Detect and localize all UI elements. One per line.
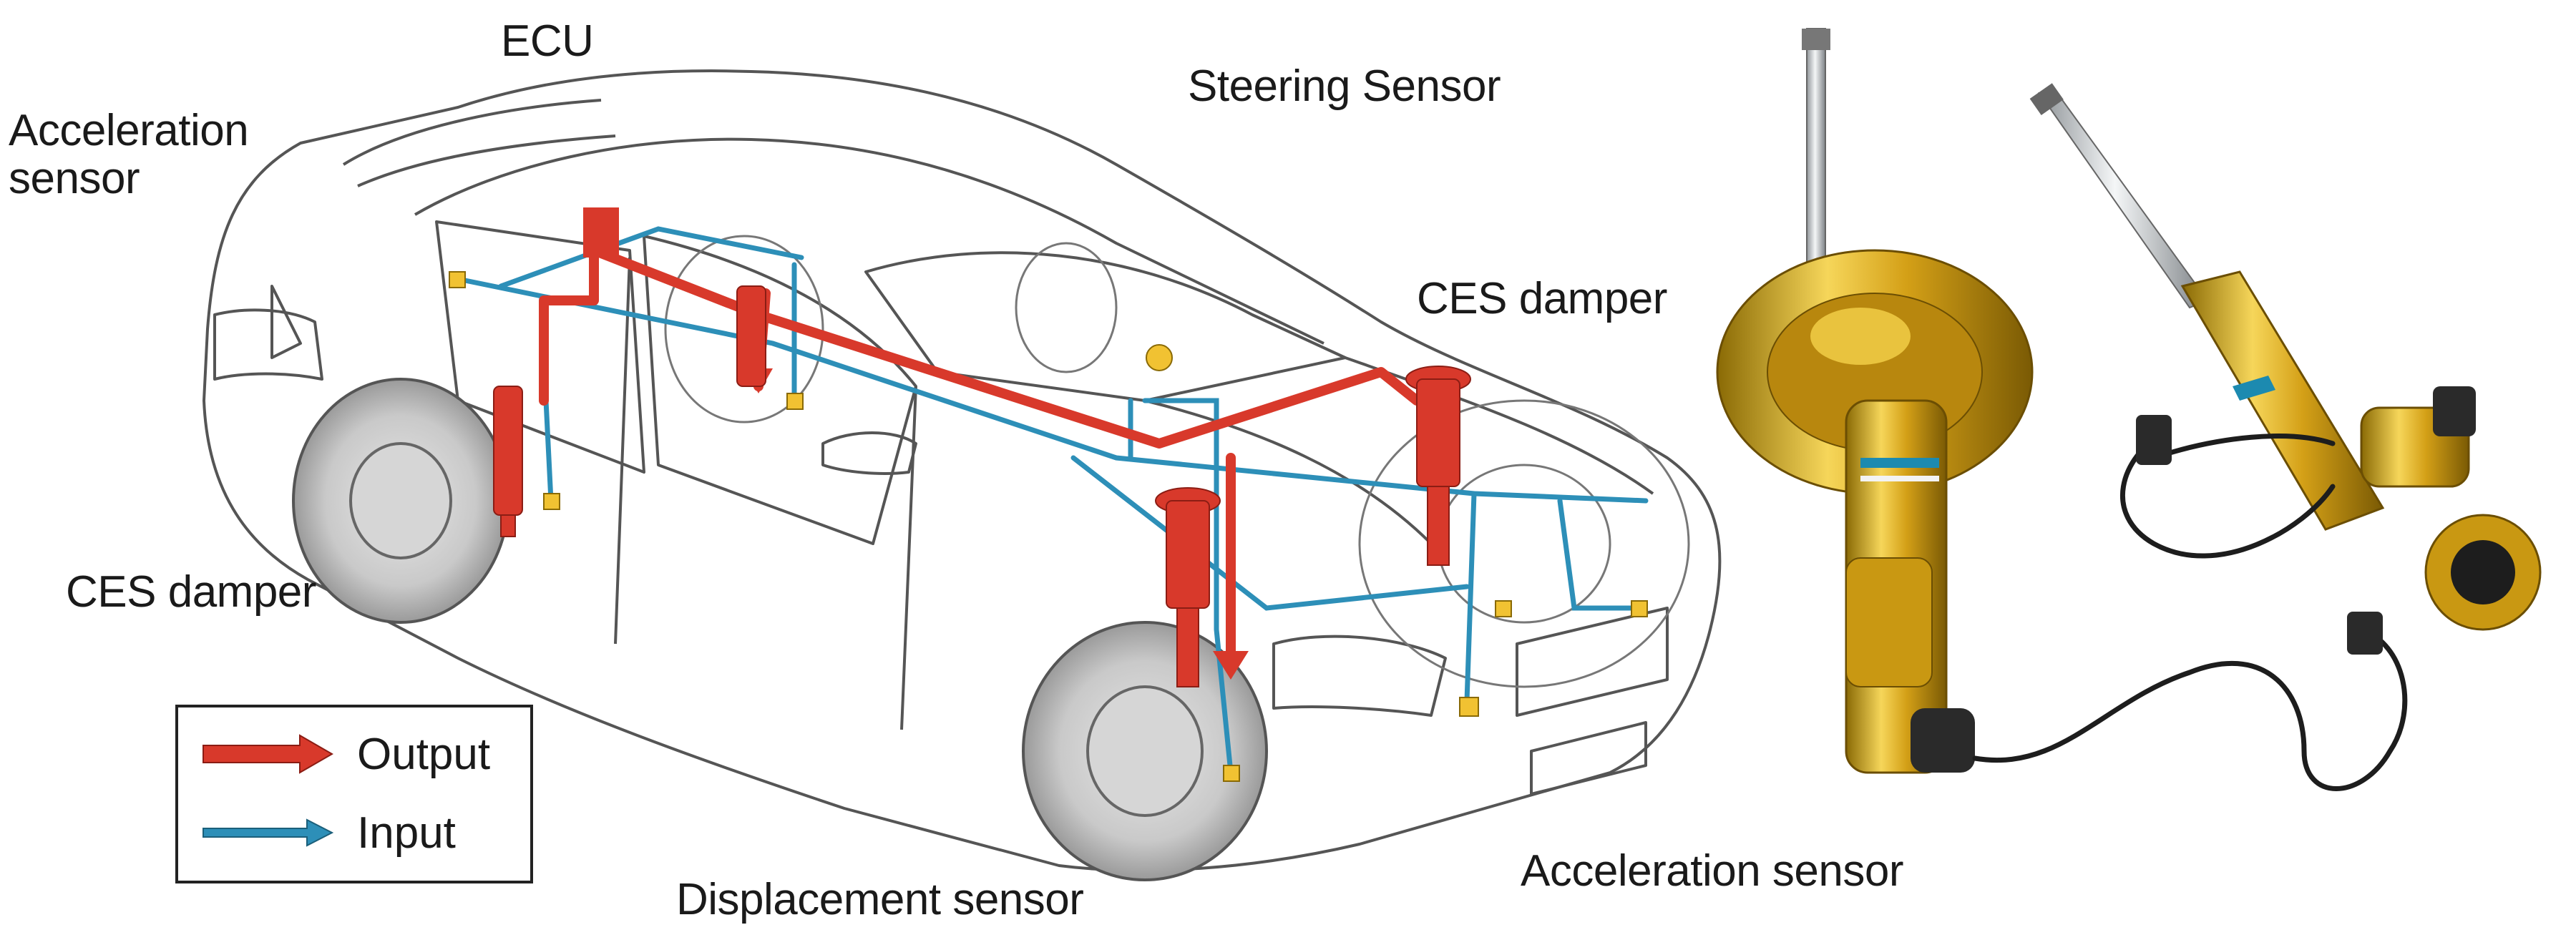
legend-output-label: Output xyxy=(357,729,491,779)
damper-front-left xyxy=(1155,487,1221,687)
input-arrow-icon xyxy=(203,818,334,847)
ces-damper-photo-right xyxy=(2029,83,2542,631)
label-displacement-sensor: Displacement sensor xyxy=(676,875,1084,924)
legend-input-label: Input xyxy=(357,808,456,858)
ces-damper-photo-left xyxy=(1716,28,2034,774)
damper-front-right xyxy=(1405,366,1471,566)
sensor-markers xyxy=(449,271,1648,782)
damper-rear xyxy=(493,386,523,537)
ecu-unit xyxy=(583,207,619,258)
damper-connectors xyxy=(2136,415,2383,655)
label-acceleration-sensor-front: Acceleration sensor xyxy=(1521,846,1904,896)
damper-cables xyxy=(1972,426,2408,791)
label-ecu: ECU xyxy=(501,16,594,66)
car-body xyxy=(203,69,1722,872)
output-arrow-icon xyxy=(203,734,333,774)
damper-rear-center xyxy=(736,285,766,387)
label-ces-damper-front: CES damper xyxy=(1417,274,1667,323)
legend: Output Input xyxy=(175,705,533,883)
legend-output: Output xyxy=(200,718,490,790)
label-acceleration-sensor-rear: Acceleration sensor xyxy=(9,106,249,203)
label-ces-damper-rear: CES damper xyxy=(66,567,316,617)
output-wiring xyxy=(539,217,1422,656)
front-wheel xyxy=(1022,621,1268,881)
label-steering-sensor: Steering Sensor xyxy=(1188,62,1501,111)
rear-wheel xyxy=(292,378,509,624)
legend-input: Input xyxy=(200,797,456,868)
